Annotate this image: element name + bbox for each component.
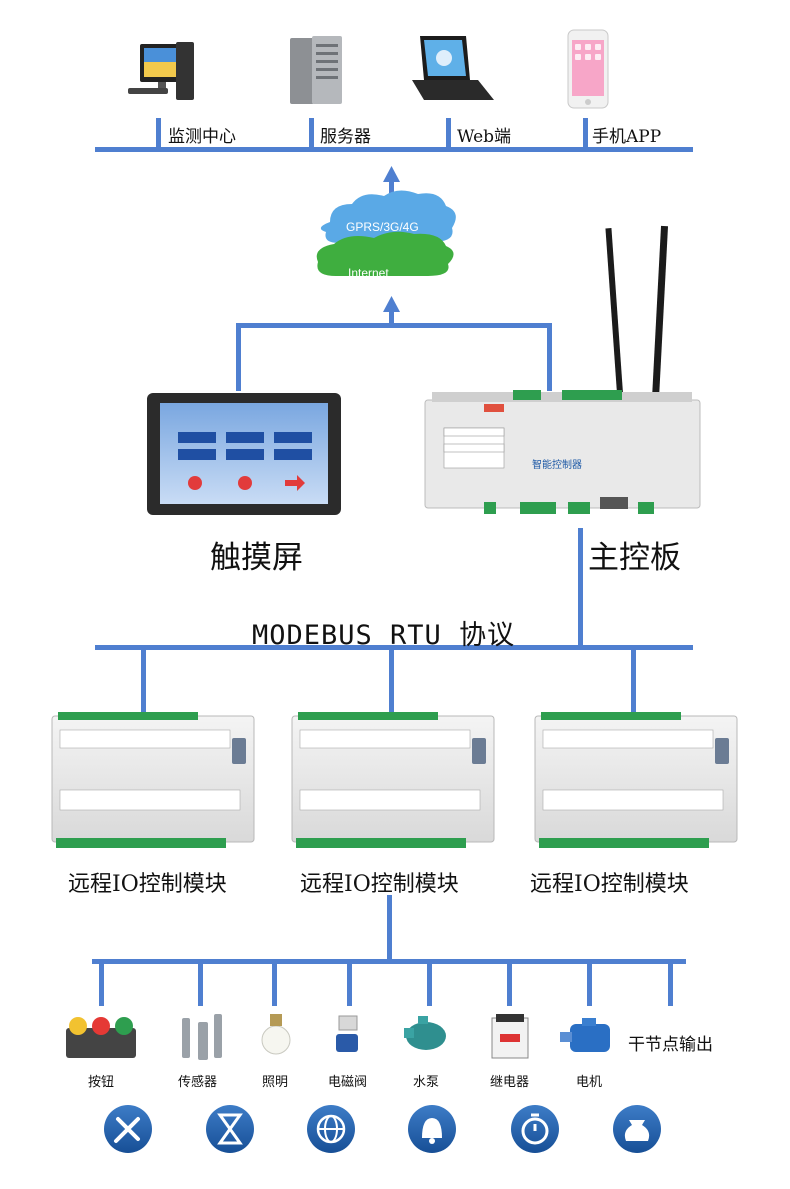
client-label-mobile-app: 手机APP [592, 127, 662, 147]
client-label-server: 服务器 [320, 127, 371, 147]
bell-icon [408, 1105, 456, 1153]
field-bus [92, 895, 686, 1006]
cloud-icon [316, 190, 456, 276]
client-label-monitoring-center: 监测中心 [168, 127, 236, 147]
modbus-bus [95, 645, 693, 713]
top-bus [95, 118, 693, 152]
device-label-water-pump: 水泵 [413, 1075, 440, 1090]
light-bulb-icon [261, 1014, 291, 1055]
globe-icon [307, 1105, 355, 1153]
dry-contact-output-label: 干节点输出 [628, 1035, 713, 1055]
device-label-solenoid-valve: 电磁阀 [328, 1075, 368, 1090]
main-board-panel-title: 智能控制器 [532, 460, 582, 471]
push-button-icon [66, 1017, 136, 1058]
touchscreen-icon [147, 393, 341, 515]
smartphone-icon [567, 29, 609, 109]
client-label-web: Web端 [457, 127, 512, 147]
cloud-label-gprs: GPRS/3G/4G [346, 220, 419, 234]
solenoid-valve-icon [336, 1015, 358, 1052]
device-label-motor: 电机 [576, 1075, 603, 1090]
sensor-icon [182, 1014, 222, 1060]
io-module-icon [291, 712, 495, 848]
io-module-label: 远程IO控制模块 [300, 872, 459, 897]
io-module-icon [534, 712, 738, 848]
network-arrow [383, 296, 400, 328]
panel-connector [236, 323, 552, 391]
main-board-icon [424, 225, 701, 514]
device-label-relay: 继电器 [490, 1075, 530, 1090]
protocol-label: MODEBUS RTU 协议 [252, 620, 516, 651]
main-board-label: 主控板 [588, 540, 681, 576]
io-module-label: 远程IO控制模块 [530, 872, 689, 897]
hourglass-icon [206, 1105, 254, 1153]
io-module-label: 远程IO控制模块 [68, 872, 227, 897]
relay-icon [491, 1014, 529, 1059]
motor-icon [560, 1018, 610, 1052]
board-downlink [578, 528, 583, 648]
stopwatch-icon [511, 1105, 559, 1153]
cloud-label-internet: Internet [348, 266, 389, 280]
device-label-sensor: 传感器 [178, 1075, 218, 1090]
money-bag-icon [613, 1105, 661, 1153]
laptop-icon [412, 36, 494, 100]
io-module-icon [51, 712, 255, 848]
desktop-pc-icon [128, 42, 194, 100]
device-label-lighting: 照明 [262, 1075, 289, 1090]
tools-icon [104, 1105, 152, 1153]
touchscreen-label: 触摸屏 [210, 540, 303, 576]
water-pump-icon [404, 1016, 446, 1050]
device-label-button: 按钮 [88, 1075, 115, 1090]
uplink-arrow [383, 166, 400, 200]
server-tower-icon [290, 36, 342, 104]
